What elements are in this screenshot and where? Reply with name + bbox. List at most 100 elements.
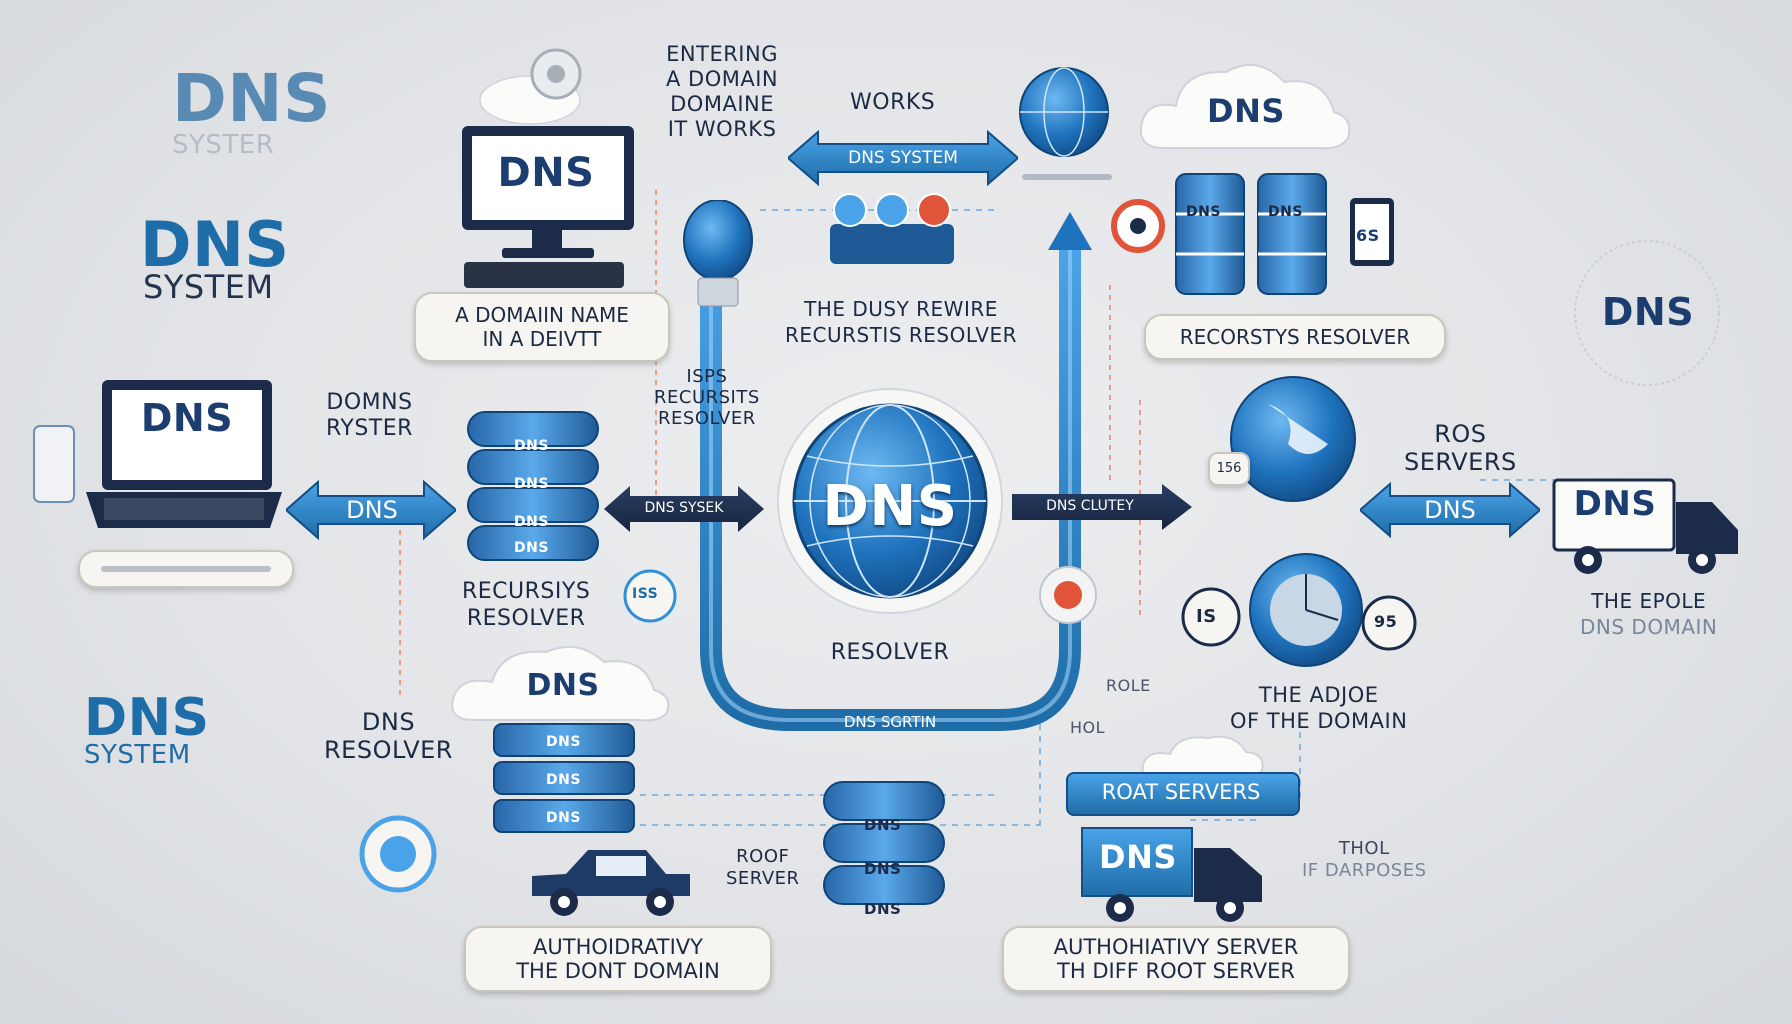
laptop-caption-pill: [78, 550, 294, 588]
dns-system-arrow-top: [788, 129, 1018, 187]
server-stack-bottom-center: [823, 781, 945, 905]
truck-bottom-icon: [1081, 827, 1262, 922]
dns-arrow-right-label: DNS: [1424, 496, 1476, 524]
roat-servers-label: ROAT SERVERS: [1101, 780, 1261, 804]
keyboard-icon: [464, 262, 624, 288]
auth-server-line-1: AUTHOHIATIVY SERVER: [1053, 935, 1299, 959]
knobs-icon: [830, 193, 954, 264]
truck-right-label: DNS: [1573, 484, 1657, 524]
badge-is: IS: [1196, 606, 1217, 627]
dns-resolver-line-1: DNS: [361, 708, 416, 736]
ros-servers-text: ROS SERVERS: [1404, 420, 1517, 476]
stack-center-2: DNS: [864, 860, 902, 878]
isps-line-1: ISPS: [686, 366, 728, 387]
roof-line-2: SERVER: [726, 868, 800, 889]
dns-arrow-left: [286, 479, 456, 541]
dns-sysek-label: DNS SYSEK: [644, 500, 724, 516]
dns-badge-right-label: DNS: [1601, 290, 1695, 334]
domain-name-line-2: IN A DEIVTT: [482, 327, 602, 351]
globe-center-label: DNS: [822, 474, 958, 539]
dusy-line-2: RECURSTIS RESOLVER: [784, 323, 1018, 347]
capsule-icon: [683, 200, 753, 307]
adjoe-line-2: OF THE DOMAIN: [1230, 709, 1408, 733]
ros-line-2: SERVERS: [1404, 448, 1517, 476]
works-text: WORKS: [850, 90, 936, 115]
entering-line-2: A DOMAIN: [666, 67, 779, 91]
server-stack-left: [467, 411, 599, 561]
globe-small-icon: [1019, 67, 1109, 157]
tablet-icon: [1350, 198, 1394, 266]
dns-sysek-arrow: [604, 486, 764, 532]
pin-icon: [1111, 199, 1165, 253]
dns-system-arrow-label: DNS SYSTEM: [848, 148, 958, 168]
cloud-top-right-icon: [1140, 64, 1351, 150]
small-jar-icon: [33, 425, 75, 503]
domns-line-1: DOMNS: [326, 390, 413, 415]
isps-text: ISPS RECURSITS RESOLVER: [654, 366, 760, 429]
server-stack-top-right: [1175, 173, 1327, 295]
stack-left-4: DNS: [514, 540, 549, 556]
globe-caption-line: [1022, 174, 1112, 180]
badge-is-icon: [1181, 587, 1241, 647]
laptop-caption-line: [101, 566, 271, 572]
title-syster-faded: SYSTER: [172, 130, 275, 160]
roof-line-1: ROOF: [736, 846, 790, 867]
recorstys-resolver-pill: RECORSTYS RESOLVER: [1144, 314, 1446, 360]
entering-line-3: DOMAINE: [670, 92, 774, 116]
title-system-bottom-left: SYSTEM: [84, 740, 191, 770]
domain-name-pill: A DOMAIIN NAME IN A DEIVTT: [414, 292, 670, 362]
dns-cluty-label: DNS CLUTEY: [1046, 498, 1134, 514]
laptop-icon: [86, 380, 282, 528]
auth-line-1: AUTHOIDRATIVY: [533, 935, 703, 959]
badge-95-icon: [1361, 595, 1417, 651]
thol-line-1: THOL: [1338, 838, 1390, 859]
title-system-left: SYSTEM: [143, 268, 274, 306]
laptop-screen-label: DNS: [140, 396, 234, 440]
domns-line-2: RYSTER: [326, 416, 413, 441]
cloud-gear-icon: [479, 48, 582, 125]
globe-right-icon: [1230, 376, 1356, 502]
the-epole-text: THE EPOLE DNS DOMAIN: [1580, 588, 1717, 640]
recursiys-line-2: RESOLVER: [466, 606, 586, 631]
domain-name-line-1: A DOMAIIN NAME: [455, 303, 629, 327]
domns-ryster-text: DOMNS RYSTER: [326, 390, 413, 442]
monitor-icon: [462, 126, 634, 258]
cloud-bottom-left-icon: [451, 645, 670, 722]
stack-bottom-left-2: DNS: [546, 772, 581, 788]
isps-line-2: RECURSITS: [654, 387, 760, 408]
truck-right-icon: [1552, 478, 1738, 574]
truck-bottom-label: DNS: [1099, 838, 1177, 876]
auth-server-line-2: TH DIFF ROOT SERVER: [1057, 959, 1295, 983]
stack-left-2: DNS: [514, 476, 549, 492]
stack-bottom-left-3: DNS: [546, 810, 581, 826]
ros-line-1: ROS: [1434, 420, 1487, 448]
dns-badge-right: [1574, 240, 1720, 386]
dns-arrow-right: [1360, 481, 1540, 539]
adjoe-line-1: THE ADJOE: [1258, 683, 1379, 707]
server-label-2: DNS: [1268, 204, 1303, 220]
dns-sgrtin-label: DNS SGRTIN: [843, 713, 937, 731]
dns-arrow-left-label: DNS: [346, 496, 398, 524]
badge-iss-icon: [623, 569, 677, 623]
recursiys-line-1: RECURSIYS: [462, 579, 591, 604]
badge-iss: ISS: [632, 586, 659, 602]
thol-text: THOL IF DARPOSES: [1302, 838, 1427, 882]
shield-icon: [359, 815, 437, 893]
stack-bottom-left-1: DNS: [546, 734, 581, 750]
thol-line-2: IF DARPOSES: [1302, 860, 1427, 881]
stack-left-1: DNS: [514, 438, 549, 454]
role-text: ROLE: [1106, 676, 1151, 695]
dns-resolver-text: DNS RESOLVER: [324, 708, 453, 764]
server-stack-bottom-left: [493, 723, 635, 833]
stack-center-1: DNS: [864, 816, 902, 834]
auth-line-2: THE DONT DOMAIN: [516, 959, 720, 983]
cloud-bottom-left-label: DNS: [526, 668, 600, 703]
globe-center-icon: [777, 388, 1003, 614]
entering-line-4: IT WORKS: [667, 117, 777, 141]
stack-left-3: DNS: [514, 514, 549, 530]
resolver-center-text: RESOLVER: [830, 640, 950, 665]
monitor-screen-label: DNS: [497, 150, 595, 196]
roof-server-text: ROOF SERVER: [726, 846, 800, 890]
authoritative-server-pill: AUTHOHIATIVY SERVER TH DIFF ROOT SERVER: [1002, 926, 1350, 992]
